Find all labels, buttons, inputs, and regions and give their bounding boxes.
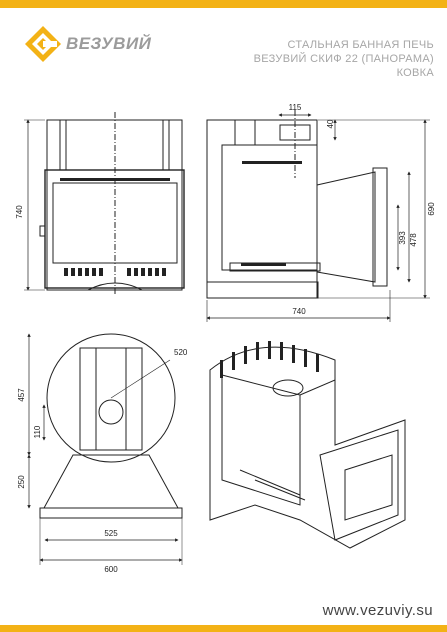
brand-logo-icon <box>25 26 61 62</box>
dim-side-height-mid: 478 <box>409 233 418 247</box>
front-vents <box>60 178 170 276</box>
title-line-1: СТАЛЬНАЯ БАННАЯ ПЕЧЬ <box>287 39 434 51</box>
dim-top-depth: 457 <box>17 388 26 402</box>
bottom-accent-bar <box>0 625 447 632</box>
dim-top-flue: 110 <box>33 425 42 438</box>
dim-top-front-depth: 250 <box>17 475 26 489</box>
isometric-fins <box>220 341 319 378</box>
dim-front-height: 740 <box>15 205 24 219</box>
dim-chimney-offset: 115 <box>289 103 302 112</box>
isometric-view <box>209 346 406 549</box>
top-accent-bar <box>0 0 447 8</box>
side-view <box>206 110 430 322</box>
dim-chimney-height: 40 <box>326 119 335 128</box>
brand-name: ВЕЗУВИЙ <box>66 34 152 53</box>
dim-side-width: 740 <box>292 307 306 316</box>
website-link[interactable]: www.vezuviy.su <box>322 602 433 619</box>
title-line-3: КОВКА <box>396 67 434 79</box>
front-view <box>24 112 185 295</box>
dim-top-inner-width: 525 <box>104 529 118 538</box>
product-title: СТАЛЬНАЯ БАННАЯ ПЕЧЬ ВЕЗУВИЙ СКИФ 22 (ПА… <box>254 38 434 80</box>
dim-side-height-inner: 393 <box>398 231 407 245</box>
side-vents <box>241 161 302 266</box>
dim-top-width: 600 <box>104 565 118 574</box>
dim-side-height-total: 690 <box>427 202 436 216</box>
dim-top-radius: 520 <box>174 348 188 357</box>
top-view <box>27 333 183 565</box>
title-line-2: ВЕЗУВИЙ СКИФ 22 (ПАНОРАМА) <box>253 53 434 65</box>
